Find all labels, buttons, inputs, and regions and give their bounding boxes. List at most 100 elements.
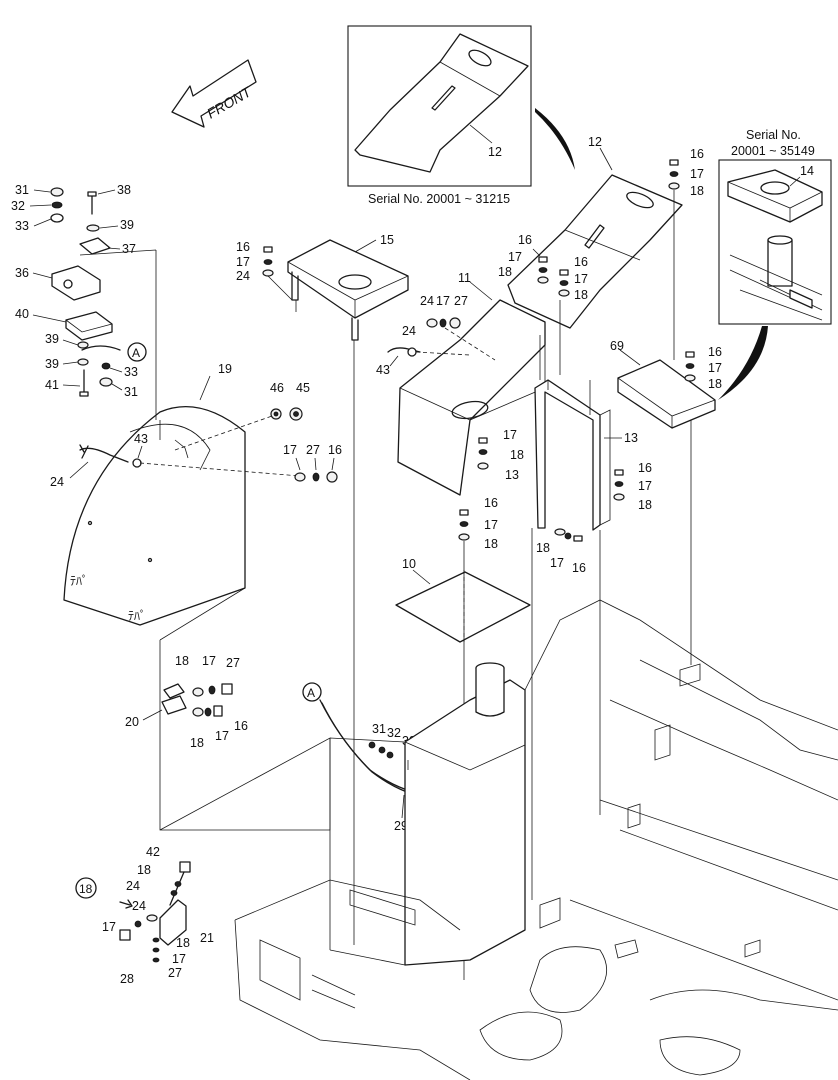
callout-20: 20 <box>125 715 139 729</box>
inset-pointer-right <box>718 326 768 400</box>
callout-18-j: 18 <box>638 498 652 512</box>
callout-12-main: 12 <box>588 135 602 149</box>
part-13-frame: 13 <box>534 379 638 531</box>
callout-17-j: 17 <box>638 479 652 493</box>
callout-17-h: 18 <box>510 448 524 462</box>
callout-31-top: 31 <box>15 183 29 197</box>
callout-16-h: 16 <box>638 461 652 475</box>
callout-39-top: 39 <box>120 218 134 232</box>
callout-16-g: 16 <box>484 496 498 510</box>
callout-36: 36 <box>15 266 29 280</box>
callout-27-a: 27 <box>454 294 468 308</box>
callout-19: 19 <box>218 362 232 376</box>
callout-16-e: 16 <box>708 345 722 359</box>
svg-text:ﾃﾊﾟ: ﾃﾊﾟ <box>128 609 146 623</box>
inset-early-serial-cover: 12 Serial No. 20001 ~ 31215 <box>347 25 532 206</box>
assembly-line <box>139 462 301 477</box>
part-20-bracket: 18 17 27 20 16 18 17 <box>125 654 248 750</box>
callout-17-f: 17 <box>708 361 722 375</box>
callout-17-i: 17 <box>484 518 498 532</box>
callout-18-d: 18 <box>574 288 588 302</box>
hardware-near-69: 16 17 18 <box>684 345 722 391</box>
callout-69: 69 <box>610 339 624 353</box>
callout-17-e: 17 <box>436 294 450 308</box>
hardware-right-of-11: 17 18 13 <box>477 428 524 482</box>
callout-17-a: 17 <box>690 167 704 181</box>
callout-16-d: 16 <box>574 255 588 269</box>
callout-38: 38 <box>117 183 131 197</box>
callout-17-k: 17 <box>550 556 564 570</box>
hardware-16-17-24-upper: 16 17 24 <box>236 240 293 301</box>
inset-right-caption-2: 20001 ~ 35149 <box>731 144 815 158</box>
bracket-20-guide <box>159 587 331 831</box>
callout-18-i: 18 <box>484 537 498 551</box>
callout-27-n: 27 <box>168 966 182 980</box>
callout-33-top: 33 <box>15 219 29 233</box>
callout-17-m: 17 <box>215 729 229 743</box>
callout-16-a: 16 <box>690 147 704 161</box>
assembly-line <box>174 414 276 451</box>
hardware-24-17-27: 17 27 16 <box>283 443 342 483</box>
ref-18-circled: 18 <box>79 882 93 896</box>
circled-ref-A-top: A <box>127 342 147 362</box>
hardware-under-13: 18 17 16 <box>536 528 586 575</box>
ref-A-mid: A <box>307 686 315 700</box>
callout-17-o: 17 <box>172 952 186 966</box>
callout-24-c: 24 <box>420 294 434 308</box>
callout-31-c: 31 <box>372 722 386 736</box>
callout-31-low: 31 <box>124 385 138 399</box>
callout-16-b: 16 <box>236 240 250 254</box>
callout-24-n: 24 <box>126 879 140 893</box>
callout-43-left: 24 <box>50 475 64 489</box>
callout-17-n: 17 <box>102 920 116 934</box>
latch-assembly: 31 32 33 38 39 37 36 40 39 39 41 <box>11 183 138 399</box>
callout-37: 37 <box>122 242 136 256</box>
callout-17-c: 17 <box>508 250 522 264</box>
callout-17-b: 17 <box>236 255 250 269</box>
part-10-plate: 10 <box>395 557 531 643</box>
callout-10: 10 <box>402 557 416 571</box>
callout-17-mid: 27 <box>306 443 320 457</box>
callout-32-top: 32 <box>11 199 25 213</box>
callout-18-c: 18 <box>498 265 512 279</box>
callout-12-inset: 12 <box>488 145 502 159</box>
callout-18-o: 18 <box>176 936 190 950</box>
callout-16-k: 16 <box>572 561 586 575</box>
inset-right-bracket: Serial No. 20001 ~ 35149 14 <box>718 128 832 325</box>
part-21-bracket: 18 42 18 24 24 17 18 21 17 27 28 <box>75 845 214 986</box>
hardware-top-right: 16 17 18 <box>668 147 704 360</box>
ref-A-top: A <box>132 346 140 360</box>
callout-24-left: 43 <box>134 432 148 446</box>
callout-33-low: 33 <box>124 365 138 379</box>
hardware-right-of-13: 16 17 18 <box>613 461 652 512</box>
callout-18-k: 18 <box>536 541 550 555</box>
callout-16-c: 16 <box>518 233 532 247</box>
part-15-bracket: 15 <box>287 233 409 341</box>
inset-pointer-left <box>535 108 575 170</box>
callout-28: 28 <box>120 972 134 986</box>
assembly-guide-lines <box>295 300 692 945</box>
callout-15: 15 <box>380 233 394 247</box>
callout-18-l: 18 <box>175 654 189 668</box>
callout-16-l: 16 <box>234 719 248 733</box>
callout-11: 11 <box>458 271 471 285</box>
callout-18-n: 18 <box>137 863 151 877</box>
part-12-top-cover: 12 <box>507 135 683 329</box>
callout-24-mid: 17 <box>283 443 297 457</box>
part-11-side-cover: 11 <box>397 271 546 496</box>
callout-24-b: 24 <box>236 269 250 283</box>
callout-18-h: 13 <box>505 468 519 482</box>
callout-24-d: 24 <box>402 324 416 338</box>
hardware-24-17-27-upper: 24 17 27 <box>420 294 468 329</box>
inset-right-caption-1: Serial No. <box>746 128 801 142</box>
part-43-rod-upper: 24 43 <box>376 324 471 377</box>
callout-43-upper: 43 <box>376 363 390 377</box>
callout-39-low: 39 <box>45 357 59 371</box>
callout-18-a: 18 <box>690 184 704 198</box>
callout-40: 40 <box>15 307 29 321</box>
callout-16-f: 17 <box>503 428 517 442</box>
machine-frame <box>234 599 838 1080</box>
hardware-near-12: 16 17 18 16 17 18 <box>498 233 588 302</box>
